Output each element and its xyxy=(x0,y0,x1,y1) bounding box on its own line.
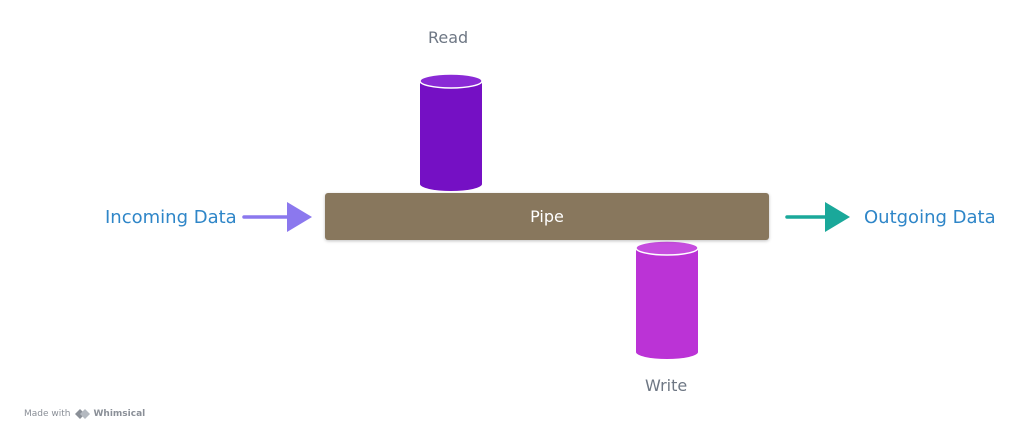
outgoing-data-label: Outgoing Data xyxy=(864,207,996,228)
made-with-footer[interactable]: Made with Whimsical xyxy=(24,409,145,419)
incoming-arrow xyxy=(242,202,312,232)
pipe-label: Pipe xyxy=(530,207,564,226)
write-cylinder[interactable] xyxy=(635,240,699,359)
whimsical-logo-icon xyxy=(74,409,90,419)
read-label: Read xyxy=(428,28,469,47)
outgoing-arrow xyxy=(785,202,850,232)
incoming-data-label: Incoming Data xyxy=(105,207,237,228)
footer-brand: Whimsical xyxy=(93,409,146,419)
write-label: Write xyxy=(645,376,688,395)
pipe-node[interactable]: Pipe xyxy=(325,193,769,240)
read-cylinder[interactable] xyxy=(419,73,483,191)
footer-prefix: Made with xyxy=(24,409,71,419)
